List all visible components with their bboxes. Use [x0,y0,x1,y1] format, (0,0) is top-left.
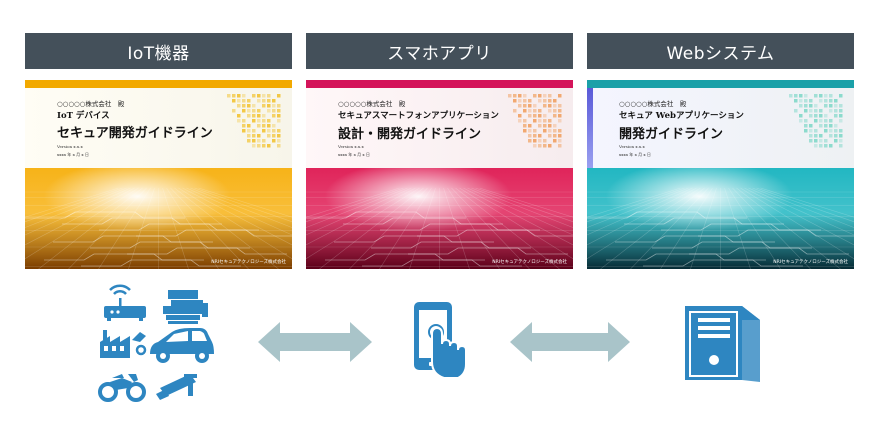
cover-tech-image: NRIセキュアテクノロジーズ株式会社 [306,168,573,269]
cover-accent-bar [306,80,573,88]
column-smartphone: スマホアプリ ○○○○○株式会社 殿 セキュアスマートフォンアプリケーション 設… [306,33,573,269]
cover-title-area: ○○○○○株式会社 殿 セキュアスマートフォンアプリケーション 設計・開発ガイド… [306,88,573,168]
cover-version: Version x.x.x [57,144,83,149]
cover-org: ○○○○○株式会社 殿 [619,100,687,108]
cover-title-area: ○○○○○株式会社 殿 IoT デバイス セキュア開発ガイドライン Versio… [25,88,292,168]
cover-accent-bar [587,80,854,88]
column-header-web: Webシステム [587,33,854,69]
cover-subtitle: セキュアスマートフォンアプリケーション [338,111,499,121]
router-icon [104,284,146,321]
cover-subtitle: IoT デバイス [57,111,110,121]
column-iot: IoT機器 ○○○○○株式会社 殿 IoT デバイス セキュア開発ガイドライン … [25,33,292,269]
printer-icon [163,290,208,324]
factory-icon [100,330,147,358]
cover-org: ○○○○○株式会社 殿 [57,100,125,108]
cover-version: Version x.x.x [338,144,364,149]
column-header-iot: IoT機器 [25,33,292,69]
cover-title-area: ○○○○○株式会社 殿 セキュア Webアプリケーション 開発ガイドライン Ve… [587,88,854,168]
cover-version: Version x.x.x [619,144,645,149]
device-flow-diagram [98,284,760,402]
dot-pattern [789,94,843,148]
cover-title: セキュア開発ガイドライン [57,126,213,141]
motorcycle-icon [98,374,146,402]
dot-pattern [227,94,281,148]
column-web: Webシステム ○○○○○株式会社 殿 セキュア Webアプリケーション 開発ガ… [587,33,854,269]
cover-date: xxxx 年 x 月 x 日 [57,152,89,157]
guideline-cover-smartphone: ○○○○○株式会社 殿 セキュアスマートフォンアプリケーション 設計・開発ガイド… [306,80,573,269]
double-arrow-left [258,322,372,362]
smartphone-touch-icon [414,302,467,379]
column-header-smartphone: スマホアプリ [306,33,573,69]
guideline-cover-web: ○○○○○株式会社 殿 セキュア Webアプリケーション 開発ガイドライン Ve… [587,80,854,269]
cover-accent-bar [25,80,292,88]
cover-title: 開発ガイドライン [619,127,724,142]
cover-title: 設計・開発ガイドライン [338,127,482,142]
cover-company: NRIセキュアテクノロジーズ株式会社 [492,260,567,265]
server-icon [685,306,760,382]
camera-icon [156,374,197,400]
cover-side-accent [587,88,593,168]
guideline-cover-iot: ○○○○○株式会社 殿 IoT デバイス セキュア開発ガイドライン Versio… [25,80,292,269]
cover-date: xxxx 年 x 月 x 日 [338,152,370,157]
cover-tech-image: NRIセキュアテクノロジーズ株式会社 [25,168,292,269]
cover-subtitle: セキュア Webアプリケーション [619,111,744,121]
cover-tech-image: NRIセキュアテクノロジーズ株式会社 [587,168,854,269]
double-arrow-right [510,322,630,362]
cover-date: xxxx 年 x 月 x 日 [619,152,651,157]
cover-org: ○○○○○株式会社 殿 [338,100,406,108]
cover-company: NRIセキュアテクノロジーズ株式会社 [211,260,286,265]
cover-company: NRIセキュアテクノロジーズ株式会社 [773,260,848,265]
car-icon [150,328,214,363]
dot-pattern [508,94,562,148]
